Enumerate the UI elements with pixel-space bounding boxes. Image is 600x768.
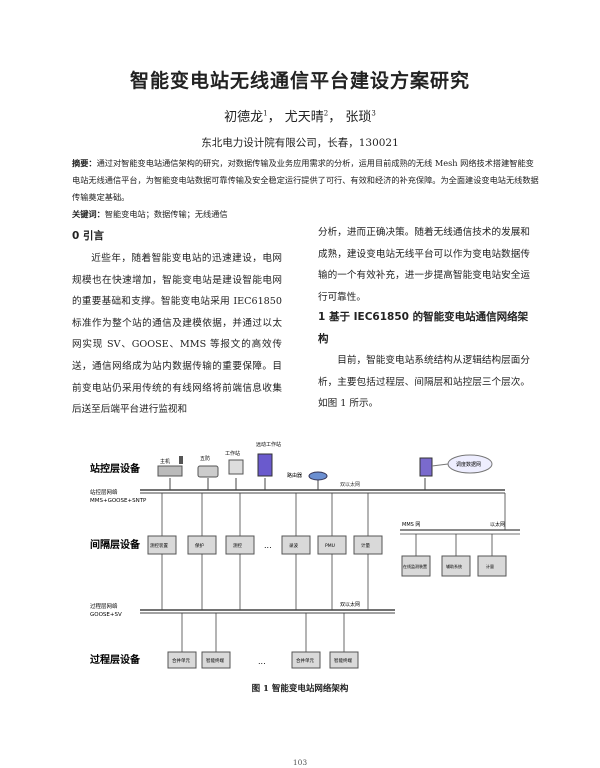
author-name: 尤天晴 [284, 110, 324, 125]
author-name: 初德龙 [224, 110, 264, 125]
bay-device-label: 测控装置 [150, 542, 168, 549]
author-separator: ， [267, 110, 281, 125]
bay-drop-lines [161, 493, 369, 536]
bay-device-label: 录波 [289, 542, 298, 549]
keywords: 关键词：智能变电站；数据传输；无线通信 [72, 208, 228, 220]
paper-title: 智能变电站无线通信平台建设方案研究 [129, 70, 470, 92]
section-heading-intro: 0 引言 [72, 230, 104, 242]
author-name: 张琐 [345, 110, 372, 125]
station-device-label: 路由器 [287, 472, 302, 479]
network-protocol-station: MMS+GOOSE+SNTP [90, 498, 147, 504]
bay-device-recorder: 录波 [281, 535, 311, 555]
right-device-label: 辅助系统 [446, 563, 462, 569]
process-bus-label: 双以太网 [340, 601, 360, 608]
bay-device-label: 测控 [233, 542, 242, 549]
bay-device-control: 测控 [225, 535, 255, 555]
station-device-antiblocking: 五防 [197, 455, 219, 490]
abstract: 摘要：通过对智能变电站通信架构的研究，对数据传输及业务应用需求的分析，运用目前成… [72, 155, 542, 206]
process-device-smart-terminal: 智能终端 [329, 651, 359, 669]
architecture-text: 目前，智能变电站系统结构从逻辑结构层面分析，主要包括过程层、间隔层和站控层三个层… [318, 350, 530, 415]
bay-device-measure-control: 测控装置 [147, 535, 177, 555]
intro-paragraph: 近些年，随着智能变电站的迅速建设，电网规模也在快速增加，智能变电站是建设智能电网… [72, 253, 282, 416]
author-affil-mark: 2 [323, 109, 329, 118]
bay-ellipsis: ... [264, 541, 272, 550]
abstract-text: 通过对智能变电站通信架构的研究，对数据传输及业务应用需求的分析，运用目前成熟的无… [72, 158, 539, 202]
layer-label-station: 站控层设备 [90, 462, 141, 475]
station-device-label: 调度数据网 [456, 461, 481, 468]
network-label-station: 站控层网络 [90, 488, 118, 496]
bay-device-label: 计量 [361, 542, 370, 549]
process-device-smart-terminal: 智能终端 [201, 651, 231, 669]
bay-to-process-lines [161, 554, 369, 652]
author-affil-mark: 1 [263, 109, 268, 118]
right-device-metering: 计量 [477, 555, 507, 577]
figure-caption: 图 1 智能变电站网络架构 [251, 684, 349, 694]
section-heading-architecture: 1 基于 IEC61850 的智能变电站通信网络架构 [318, 311, 529, 345]
bay-device-protection: 保护 [187, 535, 217, 555]
layer-label-bay: 间隔层设备 [90, 538, 141, 551]
station-device-label: 五防 [200, 455, 210, 462]
right-device-online-monitor: 在线监测装置 [401, 555, 431, 577]
layer-label-process: 过程层设备 [90, 653, 141, 666]
station-device-dispatch-network: 调度数据网 [419, 454, 493, 490]
right-drop-lines [415, 534, 493, 556]
affiliation: 东北电力设计院有限公司，长春，130021 [201, 137, 399, 149]
bay-device-metering: 计量 [353, 535, 383, 555]
station-device-workstation: 工作站 [225, 450, 244, 490]
author-affil-mark: 3 [371, 109, 376, 118]
network-protocol-process: GOOSE+SV [90, 612, 122, 618]
process-device-label: 智能终端 [206, 657, 224, 664]
mms-bus-label: MMS 网 [402, 522, 420, 528]
station-device-label: 工作站 [225, 450, 240, 457]
process-ellipsis: ... [258, 657, 266, 666]
process-device-label: 合并单元 [296, 657, 314, 664]
process-device-label: 合并单元 [172, 657, 190, 664]
station-device-label: 主机 [160, 458, 170, 465]
architecture-paragraph: 目前，智能变电站系统结构从逻辑结构层面分析，主要包括过程层、间隔层和站控层三个层… [318, 355, 530, 410]
station-device-router: 路由器 [287, 471, 328, 490]
process-device-label: 智能终端 [334, 657, 352, 664]
bay-device-label: PMU [325, 543, 335, 549]
process-device-merging-unit: 合并单元 [291, 651, 321, 669]
right-device-label: 在线监测装置 [403, 563, 427, 569]
keywords-label: 关键词： [72, 209, 105, 219]
bay-device-pmu: PMU [317, 535, 347, 555]
right-device-auxiliary: 辅助系统 [441, 555, 471, 577]
abstract-label: 摘要： [72, 158, 97, 168]
keywords-text: 智能变电站；数据传输；无线通信 [104, 209, 228, 219]
right-column: 分析，进而正确决策。随着无线通信技术的发展和成熟，建设变电站无线平台可以作为变电… [318, 222, 530, 308]
station-device-label: 远动工作站 [256, 441, 281, 448]
right-device-label: 计量 [486, 563, 494, 569]
intro-continuation: 分析，进而正确决策。随着无线通信技术的发展和成熟，建设变电站无线平台可以作为变电… [318, 227, 530, 303]
process-device-merging-unit: 合并单元 [167, 651, 197, 669]
station-bus-label: 双以太网 [340, 481, 360, 488]
page-number: 103 [292, 758, 308, 767]
network-label-process: 过程层网络 [90, 602, 118, 610]
left-column: 近些年，随着智能变电站的迅速建设，电网规模也在快速增加，智能变电站是建设智能电网… [72, 248, 282, 421]
network-architecture-figure: 站控层设备 间隔层设备 过程层设备 站控层网络 MMS+GOOSE+SNTP 过… [90, 441, 520, 669]
bay-device-label: 保护 [195, 542, 204, 549]
ethernet-label: 以太网 [490, 521, 505, 528]
author-list: 初德龙1， 尤天晴2， 张琐3 [0, 106, 600, 125]
station-device-remote: 远动工作站 [256, 441, 281, 490]
station-device-host: 主机 [157, 456, 183, 490]
author-separator: ， [328, 110, 342, 125]
